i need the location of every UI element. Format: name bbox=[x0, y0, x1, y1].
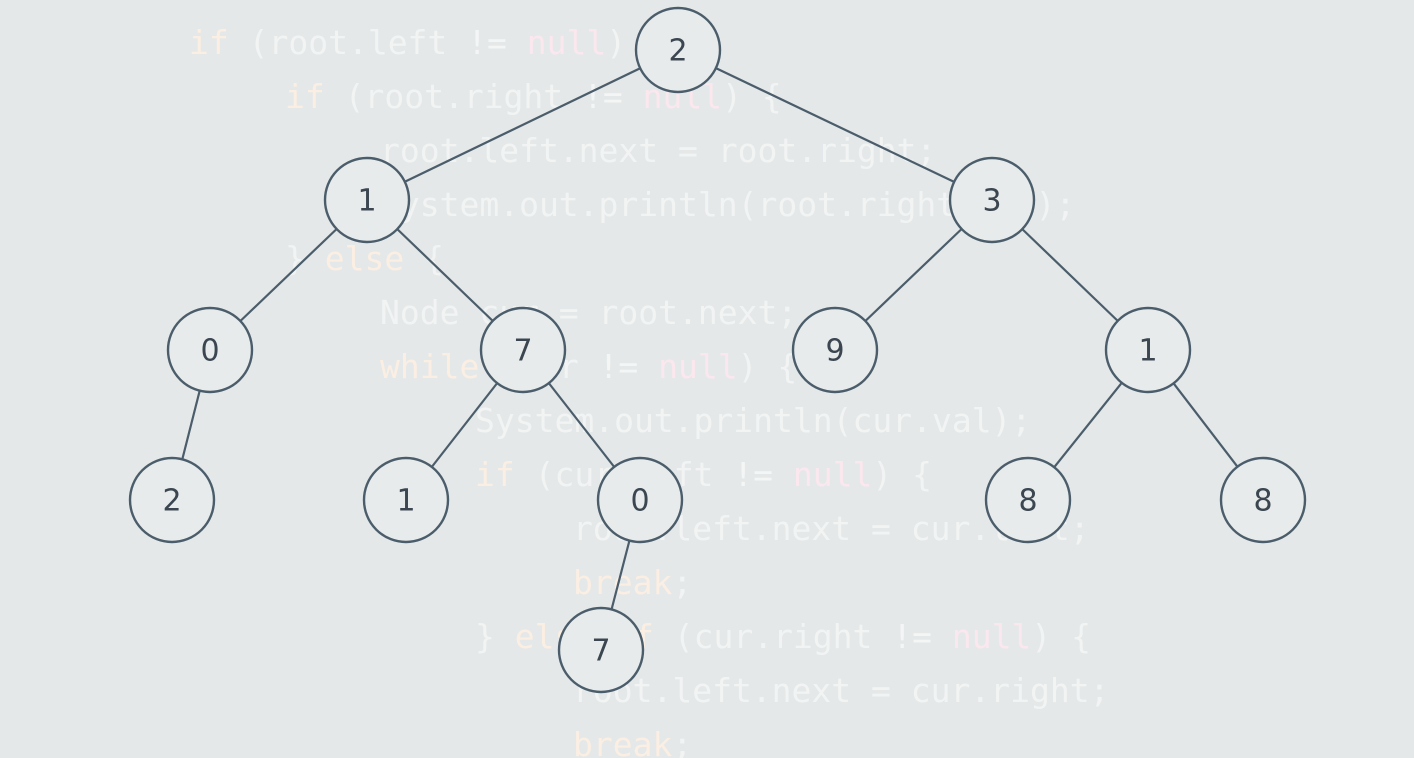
tree-node[interactable]: 1 bbox=[362, 456, 450, 544]
tree-node-label: 8 bbox=[1253, 484, 1272, 519]
tree-node-label: 3 bbox=[982, 184, 1001, 219]
tree-node-circle[interactable] bbox=[128, 456, 216, 544]
tree-node-circle[interactable] bbox=[1104, 306, 1192, 394]
tree-node[interactable]: 1 bbox=[323, 156, 411, 244]
tree-node-label: 1 bbox=[396, 484, 415, 519]
tree-node-label: 0 bbox=[200, 334, 219, 369]
tree-node-circle[interactable] bbox=[166, 306, 254, 394]
tree-node[interactable]: 8 bbox=[984, 456, 1072, 544]
tree-edge bbox=[1172, 382, 1239, 468]
tree-node-circle[interactable] bbox=[557, 606, 645, 694]
tree-node[interactable]: 2 bbox=[128, 456, 216, 544]
tree-edge bbox=[1053, 382, 1123, 468]
tree-node-circle[interactable] bbox=[634, 6, 722, 94]
tree-node-label: 2 bbox=[668, 34, 687, 69]
tree-node-label: 1 bbox=[357, 184, 376, 219]
tree-edge bbox=[1021, 228, 1119, 322]
tree-node[interactable]: 8 bbox=[1219, 456, 1307, 544]
tree-node-label: 8 bbox=[1018, 484, 1037, 519]
tree-edge bbox=[430, 382, 499, 468]
tree-edge bbox=[715, 67, 955, 183]
tree-node[interactable]: 2 bbox=[634, 6, 722, 94]
tree-node[interactable]: 1 bbox=[1104, 306, 1192, 394]
tree-edge bbox=[396, 228, 494, 322]
tree-node[interactable]: 0 bbox=[166, 306, 254, 394]
tree-node-label: 2 bbox=[162, 484, 181, 519]
tree-edge bbox=[239, 228, 338, 322]
tree-node-label: 7 bbox=[591, 634, 610, 669]
tree-node-layer: 2 1 3 0 7 9 1 2 1 0 8 8 7 bbox=[128, 6, 1307, 694]
tree-node-circle[interactable] bbox=[323, 156, 411, 244]
tree-node[interactable]: 7 bbox=[557, 606, 645, 694]
tree-edge bbox=[181, 390, 201, 460]
tree-node-circle[interactable] bbox=[596, 456, 684, 544]
tree-node[interactable]: 7 bbox=[479, 306, 567, 394]
tree-node-circle[interactable] bbox=[1219, 456, 1307, 544]
tree-edge-layer bbox=[181, 67, 1239, 610]
tree-node[interactable]: 9 bbox=[791, 306, 879, 394]
tree-edge bbox=[404, 67, 641, 183]
tree-edge bbox=[864, 228, 963, 322]
tree-edge bbox=[547, 382, 616, 468]
tree-node-label: 7 bbox=[513, 334, 532, 369]
tree-node[interactable]: 3 bbox=[948, 156, 1036, 244]
tree-node-circle[interactable] bbox=[362, 456, 450, 544]
tree-node-circle[interactable] bbox=[479, 306, 567, 394]
tree-edge bbox=[610, 540, 631, 610]
tree-node-circle[interactable] bbox=[791, 306, 879, 394]
tree-node-circle[interactable] bbox=[948, 156, 1036, 244]
tree-node[interactable]: 0 bbox=[596, 456, 684, 544]
tree-node-circle[interactable] bbox=[984, 456, 1072, 544]
tree-node-label: 1 bbox=[1138, 334, 1157, 369]
tree-node-label: 9 bbox=[825, 334, 844, 369]
tree-node-label: 0 bbox=[630, 484, 649, 519]
